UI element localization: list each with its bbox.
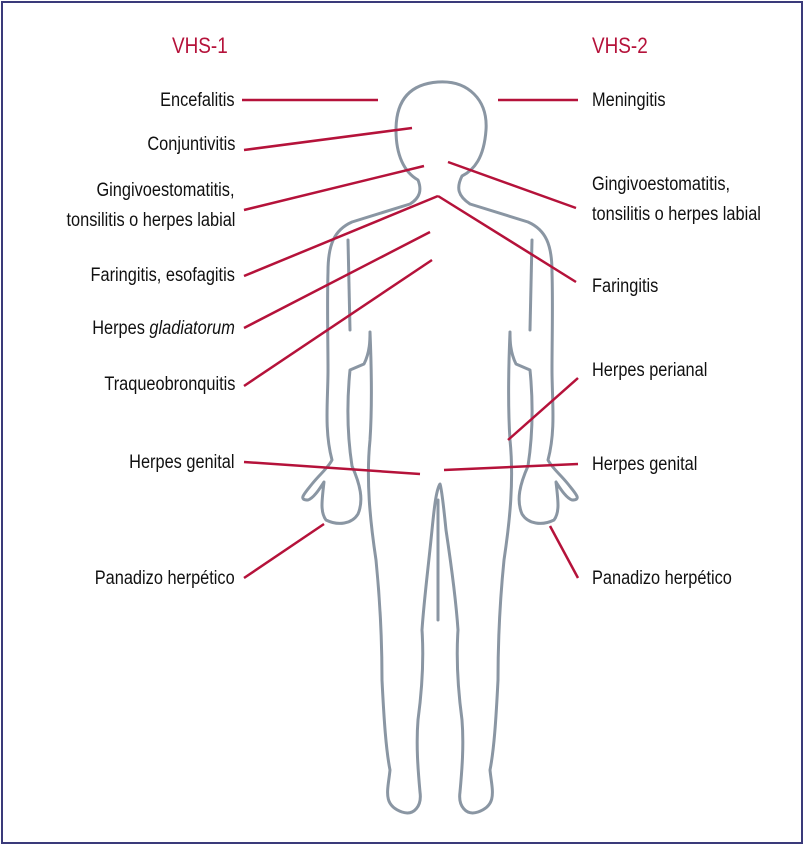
line-faringitis-esofagitis	[244, 196, 438, 276]
label-gingivo-right-1: Gingivoestomatitis,	[592, 172, 730, 197]
label-herpes-gladiatorum: Herpes gladiatorum	[92, 316, 235, 341]
label-encefalitis: Encefalitis	[161, 88, 235, 113]
label-panadizo-left: Panadizo herpético	[95, 566, 235, 591]
line-panadizo-left	[244, 524, 324, 578]
label-panadizo-right: Panadizo herpético	[592, 566, 732, 591]
label-faringitis-right: Faringitis	[592, 274, 658, 299]
label-gingivo-left-1: Gingivoestomatitis,	[97, 178, 235, 203]
label-gladiatorum-prefix: Herpes	[92, 318, 149, 339]
label-meningitis: Meningitis	[592, 88, 666, 113]
label-herpes-perianal: Herpes perianal	[592, 358, 707, 383]
human-body-outline	[303, 82, 577, 813]
label-faringitis-esofagitis: Faringitis, esofagitis	[91, 263, 235, 288]
label-gingivo-left-2: tonsilitis o herpes labial	[66, 208, 235, 233]
vhs1-header: VHS-1	[172, 33, 228, 59]
vhs2-header: VHS-2	[592, 33, 648, 59]
label-herpes-genital-right: Herpes genital	[592, 452, 697, 477]
line-panadizo-right	[550, 526, 578, 578]
label-gladiatorum-italic: gladiatorum	[150, 318, 235, 339]
label-conjuntivitis: Conjuntivitis	[147, 132, 235, 157]
line-faringitis-right	[438, 196, 576, 282]
line-genital-left	[244, 462, 420, 474]
label-herpes-genital-left: Herpes genital	[130, 450, 235, 475]
line-conjuntivitis	[244, 128, 412, 150]
connector-lines	[242, 100, 578, 578]
label-gingivo-right-2: tonsilitis o herpes labial	[592, 202, 761, 227]
line-gingivo-left	[244, 166, 424, 210]
label-traqueobronquitis: Traqueobronquitis	[104, 372, 235, 397]
line-perianal	[508, 378, 578, 440]
